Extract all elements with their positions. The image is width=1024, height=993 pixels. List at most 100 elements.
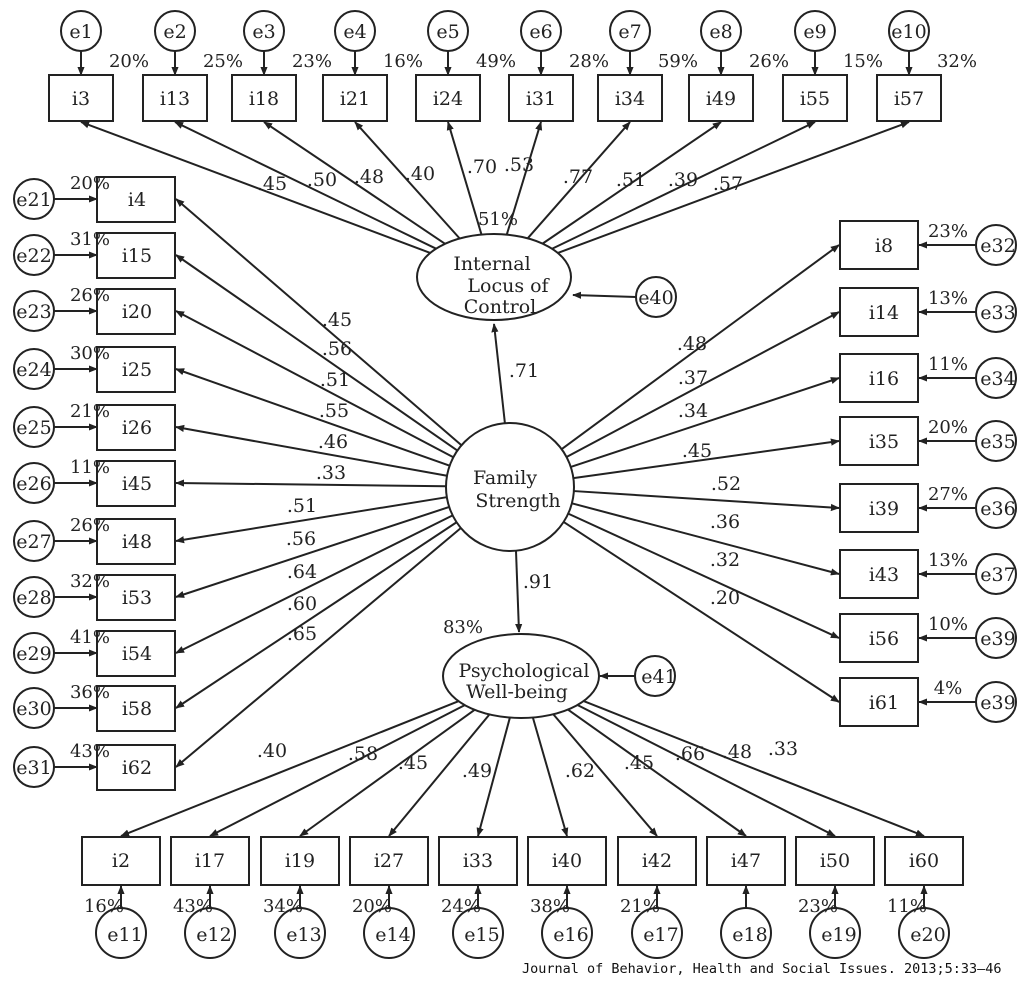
error-label: e23 <box>16 301 51 323</box>
indicator-box <box>876 74 942 122</box>
loading-coefficient: .52 <box>711 473 741 495</box>
error-circle <box>452 907 504 959</box>
indicator-box <box>260 836 340 886</box>
loading-coefficient: .48 <box>354 166 384 188</box>
r-squared: 26% <box>749 51 789 72</box>
error-label: e30 <box>16 698 51 720</box>
error-label: e39 <box>980 628 1015 650</box>
error-label: e2 <box>163 21 186 43</box>
r-squared: 26% <box>70 285 110 306</box>
indicator-label: i27 <box>374 850 404 872</box>
indicator-label: i33 <box>463 850 493 872</box>
latent-label-line: Family <box>473 467 537 489</box>
error-circle <box>609 10 651 52</box>
error-label: e31 <box>16 757 51 779</box>
latent-family-strength <box>445 422 575 552</box>
error-circle <box>13 406 55 448</box>
loading-path <box>388 713 491 837</box>
indicator-label: i14 <box>869 302 899 324</box>
loading-path <box>299 708 476 837</box>
loading-coefficient: .51 <box>320 369 350 391</box>
indicator-box <box>839 549 919 599</box>
error-label: e27 <box>16 531 51 553</box>
loading-coefficient: .51 <box>287 495 317 517</box>
loading-coefficient: .39 <box>668 169 698 191</box>
error-circle <box>60 10 102 52</box>
latent-label-line: Internal <box>453 253 530 275</box>
indicator-label: i58 <box>122 698 152 720</box>
r-squared: 13% <box>928 550 968 571</box>
loading-coefficient: .53 <box>504 154 534 176</box>
error-circle <box>274 907 326 959</box>
error-circle <box>363 907 415 959</box>
loading-coefficient: .45 <box>624 752 654 774</box>
structural-path <box>491 323 506 425</box>
loading-coefficient: .65 <box>287 623 317 645</box>
error-circle <box>95 907 147 959</box>
error-circle <box>13 576 55 618</box>
error-circle <box>975 617 1017 659</box>
error-circle <box>13 687 55 729</box>
path-coefficient: .71 <box>509 360 539 382</box>
error-label: e9 <box>803 21 826 43</box>
indicator-box <box>96 518 176 565</box>
indicator-box <box>415 74 481 122</box>
loading-path <box>531 717 569 837</box>
structural-path <box>515 550 523 633</box>
indicator-label: i34 <box>615 88 645 110</box>
loading-coefficient: .77 <box>563 166 593 188</box>
indicator-box <box>527 836 607 886</box>
indicator-label: i3 <box>72 88 90 110</box>
loading-path <box>175 496 447 544</box>
indicator-box <box>96 574 176 621</box>
loading-coefficient: .20 <box>710 587 740 609</box>
r-squared: 16% <box>84 896 124 917</box>
error-label: e11 <box>107 924 142 946</box>
loading-path <box>573 490 840 512</box>
indicator-label: i8 <box>875 235 893 257</box>
loading-path <box>526 121 631 239</box>
error-label: e32 <box>980 235 1015 257</box>
error-label: e5 <box>436 21 459 43</box>
indicator-label: i24 <box>433 88 463 110</box>
error-label: e33 <box>980 302 1015 324</box>
explained-variance: 51% <box>478 209 518 230</box>
error-label: e19 <box>821 924 856 946</box>
loading-coefficient: .55 <box>319 400 349 422</box>
loading-coefficient: .40 <box>257 740 287 762</box>
r-squared: 25% <box>203 51 243 72</box>
loading-path <box>567 512 840 639</box>
loading-coefficient: .45 <box>322 309 352 331</box>
r-squared: 15% <box>843 51 883 72</box>
error-label: e36 <box>980 498 1015 520</box>
r-squared: 23% <box>928 221 968 242</box>
loading-path <box>551 121 816 250</box>
error-circle <box>975 681 1017 723</box>
disturbance-e41 <box>634 655 676 697</box>
error-circle <box>154 10 196 52</box>
indicator-box <box>231 74 297 122</box>
loading-coefficient: .40 <box>405 163 435 185</box>
loading-path <box>354 121 461 240</box>
r-squared: 34% <box>263 896 303 917</box>
error-label: e24 <box>16 359 51 381</box>
r-squared: 31% <box>70 229 110 250</box>
indicator-label: i21 <box>340 88 370 110</box>
loading-path <box>175 506 450 598</box>
r-squared: 10% <box>928 614 968 635</box>
loading-path <box>561 244 840 450</box>
indicator-label: i47 <box>731 850 761 872</box>
latent-psychological-well-being <box>442 633 600 719</box>
error-circle <box>184 907 236 959</box>
loading-path <box>583 700 925 837</box>
r-squared: 23% <box>798 896 838 917</box>
indicator-box <box>96 460 176 507</box>
indicator-box <box>96 630 176 677</box>
indicator-label: i35 <box>869 431 899 453</box>
loading-path <box>175 254 458 452</box>
r-squared: 11% <box>70 457 110 478</box>
indicator-label: i48 <box>122 531 152 553</box>
indicator-box <box>96 288 176 335</box>
error-circle <box>975 224 1017 266</box>
